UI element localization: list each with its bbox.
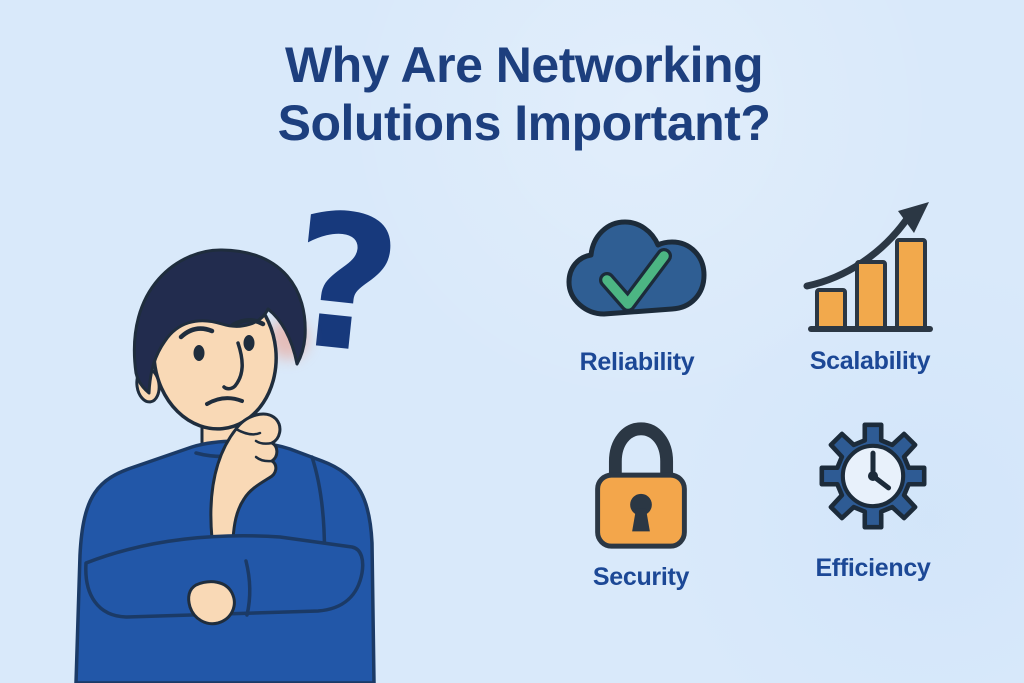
feature-card-reliability: Reliability	[557, 214, 717, 377]
right-eyebrow	[230, 318, 266, 328]
gear-clock-icon	[819, 422, 927, 530]
page-title: Why Are Networking Solutions Important?	[24, 36, 1024, 152]
right-eye	[243, 335, 255, 351]
hair	[132, 248, 307, 395]
page-title-line1: Why Are Networking	[284, 37, 764, 93]
nose	[222, 341, 244, 391]
finger-line-2	[254, 455, 274, 463]
left-eyebrow	[178, 326, 215, 340]
feature-card-scalability: Scalability	[790, 198, 950, 376]
tucked-hand	[187, 580, 236, 626]
thumb-line	[234, 427, 262, 436]
page-title-line2: Solutions Important?	[277, 95, 771, 151]
padlock-icon	[595, 422, 687, 549]
left-eye	[193, 345, 205, 361]
feature-card-efficiency: Efficiency	[793, 412, 953, 583]
finger-line-1	[254, 439, 274, 445]
cloud-check-icon	[566, 219, 707, 317]
thinking-person-illustration	[74, 248, 376, 683]
feature-card-security: Security	[561, 414, 721, 592]
mouth-frown	[205, 396, 244, 406]
cuff-line	[244, 559, 252, 617]
feature-label-efficiency: Efficiency	[815, 554, 931, 582]
feature-label-security: Security	[592, 563, 690, 591]
folded-arm	[84, 534, 365, 619]
feature-label-scalability: Scalability	[809, 347, 931, 375]
feature-label-reliability: Reliability	[579, 348, 695, 376]
growth-bars-icon	[803, 202, 933, 332]
